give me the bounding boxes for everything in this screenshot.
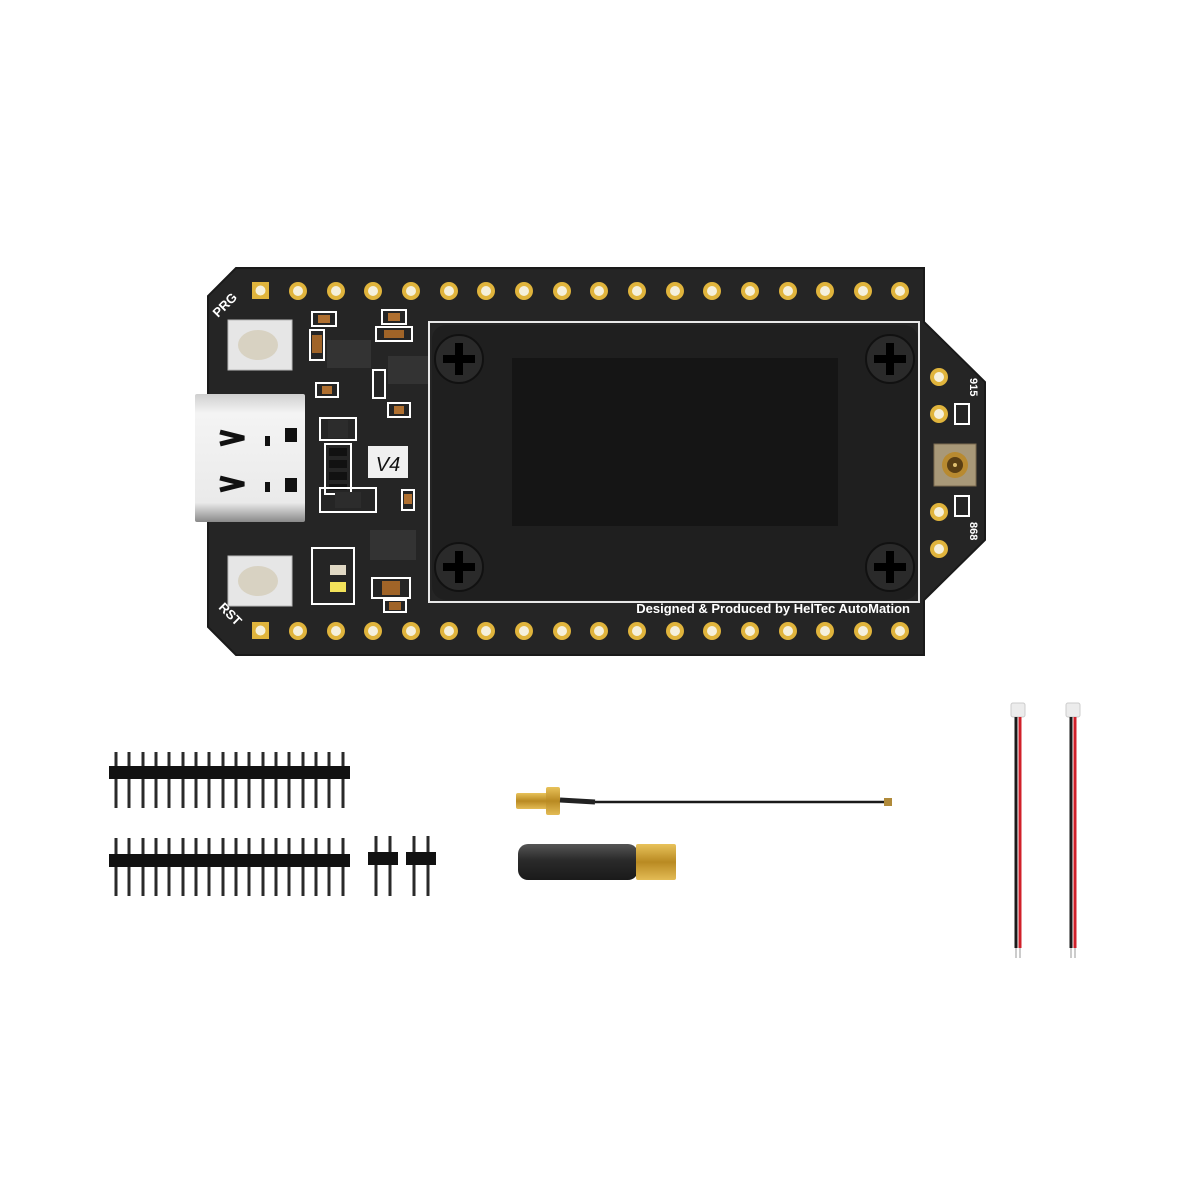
prg-button[interactable] xyxy=(227,319,293,371)
display-screws xyxy=(434,334,915,592)
bottom-pin-row xyxy=(252,622,909,640)
pin-header-long-2 xyxy=(109,838,350,896)
side-pin-pads xyxy=(930,368,970,558)
rst-button[interactable] xyxy=(227,555,293,607)
screw-icon xyxy=(434,334,484,384)
oled-display xyxy=(428,321,920,603)
top-pin-row xyxy=(252,282,909,300)
usb-c-port[interactable] xyxy=(195,394,305,522)
jst-cable-1 xyxy=(1010,702,1026,958)
pin-header-long-1 xyxy=(109,752,350,808)
pin-header-short-2 xyxy=(406,836,436,896)
manufacturer-text: Designed & Produced by HelTec AutoMation xyxy=(636,601,910,616)
screw-icon xyxy=(865,334,915,384)
pin-header-short-1 xyxy=(368,836,398,896)
sma-antenna xyxy=(518,844,676,880)
ipex-connector xyxy=(933,443,977,487)
screw-icon xyxy=(865,542,915,592)
jst-cable-2 xyxy=(1065,702,1081,958)
version-label: V4 xyxy=(368,446,408,478)
screw-icon xyxy=(434,542,484,592)
smd-components xyxy=(309,309,430,613)
band-label-915: 915 xyxy=(967,378,979,396)
band-label-868: 868 xyxy=(967,522,979,540)
svg-text:V4: V4 xyxy=(376,454,400,476)
sma-ipex-pigtail xyxy=(516,787,892,815)
